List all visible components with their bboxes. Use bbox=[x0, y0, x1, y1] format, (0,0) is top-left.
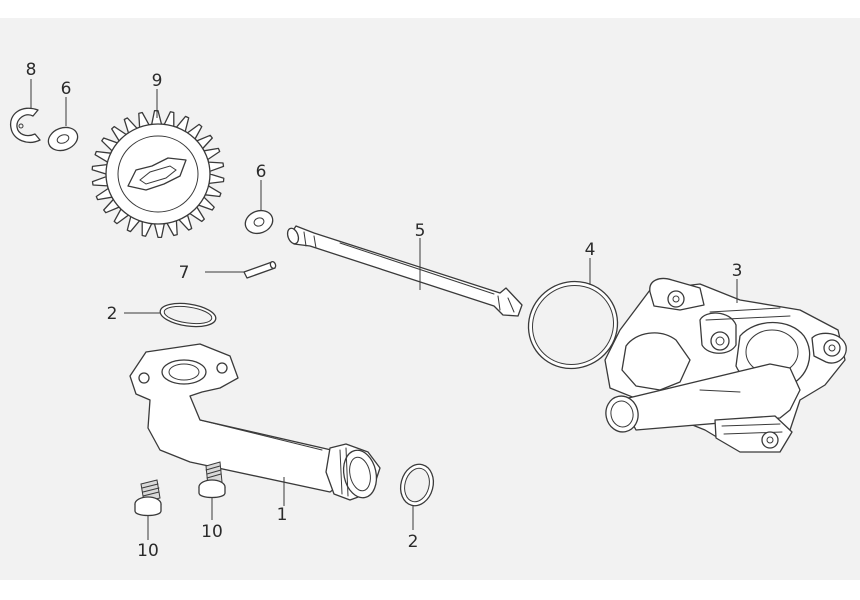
callout-10-right: 10 bbox=[201, 522, 223, 542]
callout-2-upper: 2 bbox=[107, 304, 118, 324]
callout-5: 5 bbox=[415, 221, 426, 241]
callout-2-lower: 2 bbox=[408, 532, 419, 552]
callout-8: 8 bbox=[26, 60, 37, 80]
part-10-bolt-right bbox=[198, 461, 226, 499]
callout-9: 9 bbox=[152, 71, 163, 91]
part-9-gear bbox=[91, 109, 225, 239]
callout-6-middle: 6 bbox=[256, 162, 267, 182]
callout-6-upper: 6 bbox=[61, 79, 72, 99]
part-6-washer-upper bbox=[47, 126, 79, 152]
callout-10-left: 10 bbox=[137, 541, 159, 561]
part-4-o-ring bbox=[527, 280, 619, 370]
part-3-pump-housing bbox=[604, 277, 847, 453]
part-7-pin bbox=[243, 260, 277, 279]
callout-1: 1 bbox=[277, 505, 288, 525]
callout-4: 4 bbox=[585, 240, 596, 260]
part-10-bolt-left bbox=[134, 479, 162, 517]
callout-3: 3 bbox=[732, 261, 743, 281]
part-2-gasket-upper bbox=[159, 302, 217, 328]
callout-7: 7 bbox=[179, 263, 190, 283]
part-1-pipe bbox=[129, 343, 381, 501]
leader-lines bbox=[30, 79, 738, 540]
part-5-shaft bbox=[286, 225, 523, 317]
part-6-washer-middle bbox=[244, 209, 274, 235]
part-2-gasket-lower bbox=[399, 463, 435, 507]
part-8-snap-ring bbox=[9, 107, 41, 143]
